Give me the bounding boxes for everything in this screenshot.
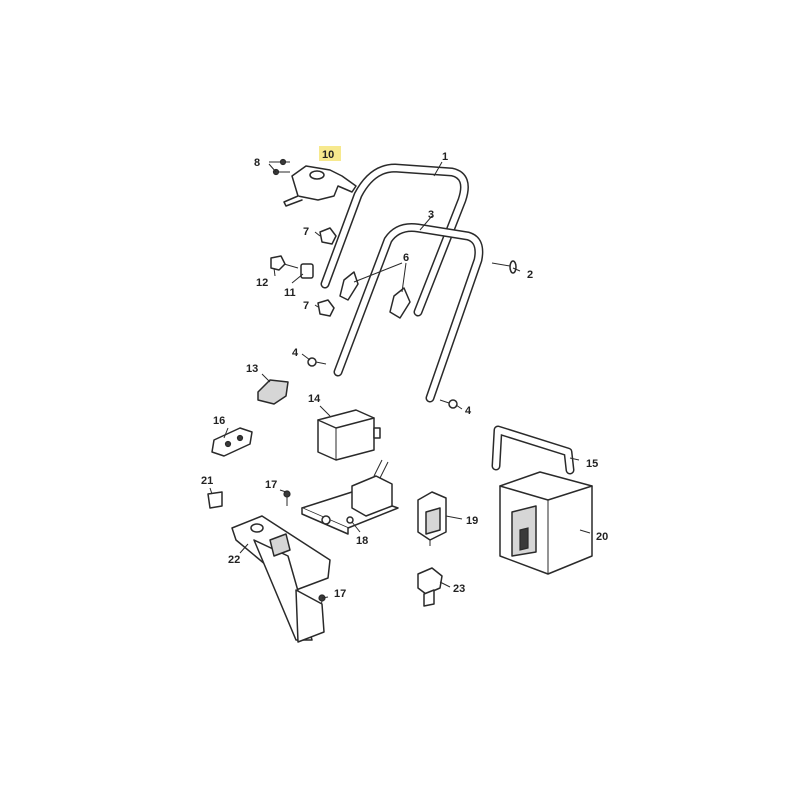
label-17-lower: 17 xyxy=(334,588,346,600)
part-16-grommet xyxy=(211,427,253,457)
label-14: 14 xyxy=(308,393,321,405)
part-19-connector xyxy=(417,491,447,546)
label-4-left: 4 xyxy=(292,347,299,359)
label-7-upper: 7 xyxy=(303,226,309,238)
part-20-battery-box xyxy=(499,471,593,575)
part-4-bolt-left xyxy=(307,357,327,367)
leader-lines xyxy=(209,161,591,599)
part-17-screw-upper xyxy=(283,490,291,506)
part-11-cable-clip xyxy=(300,263,314,279)
label-12: 12 xyxy=(256,277,268,289)
part-7-clip-upper xyxy=(319,227,337,245)
callout-labels: 1 2 3 4 4 6 7 7 8 10 11 12 13 14 15 16 1… xyxy=(201,149,608,600)
part-21-clip xyxy=(207,491,223,509)
label-15: 15 xyxy=(586,458,598,470)
label-21: 21 xyxy=(201,475,213,487)
label-19: 19 xyxy=(466,515,478,527)
part-1-upper-handle xyxy=(320,163,469,317)
part-3-lower-handle xyxy=(333,223,484,403)
label-1: 1 xyxy=(442,151,448,163)
part-10-switch-housing xyxy=(283,165,357,207)
part-12-knob xyxy=(270,255,299,271)
label-18: 18 xyxy=(356,535,368,547)
part-18-circuit-board xyxy=(301,459,399,535)
part-13-switch-cap xyxy=(257,379,289,405)
part-22-bracket xyxy=(231,515,331,643)
label-17-upper: 17 xyxy=(265,479,277,491)
part-4-bolt-right xyxy=(439,399,458,409)
part-2-bolt xyxy=(491,260,517,274)
label-16: 16 xyxy=(213,415,225,427)
label-10: 10 xyxy=(322,149,334,161)
label-7-lower: 7 xyxy=(303,300,309,312)
label-3: 3 xyxy=(428,209,434,221)
label-4-right: 4 xyxy=(465,405,472,417)
label-2: 2 xyxy=(527,269,533,281)
label-11: 11 xyxy=(284,287,296,299)
highlight-box xyxy=(319,146,341,161)
label-8: 8 xyxy=(254,157,260,169)
part-8-screws xyxy=(272,158,290,176)
part-6-cam-levers xyxy=(339,271,411,319)
label-20: 20 xyxy=(596,531,608,543)
label-22: 22 xyxy=(228,554,240,566)
part-23-key xyxy=(417,567,443,607)
part-15-battery-handle xyxy=(491,425,575,475)
label-23: 23 xyxy=(453,583,465,595)
label-13: 13 xyxy=(246,363,258,375)
part-7-clip-lower xyxy=(317,299,335,317)
label-6: 6 xyxy=(403,252,409,264)
part-14-relay xyxy=(317,409,381,461)
